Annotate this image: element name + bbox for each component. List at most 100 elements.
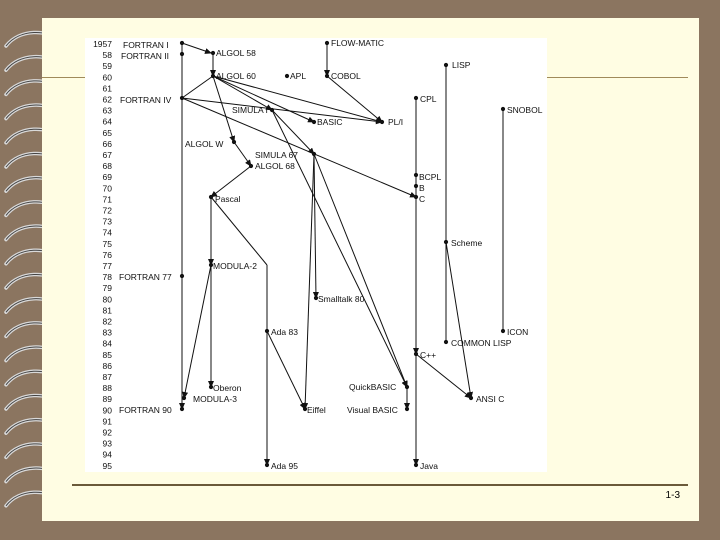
year-label: 1957 (93, 39, 112, 49)
node-dot (208, 384, 214, 390)
node-ada83: Ada 83 (271, 327, 298, 337)
year-label: 84 (103, 339, 113, 349)
node-dot (179, 95, 185, 101)
node-dot (443, 339, 449, 345)
lineage-edge (181, 75, 214, 99)
node-basic: BASIC (317, 117, 343, 127)
year-label: 77 (103, 261, 113, 271)
year-label: 92 (103, 428, 113, 438)
year-label: 89 (103, 394, 113, 404)
year-axis: 1957585960616263646566676869707172737475… (93, 39, 112, 471)
node-algol68: ALGOL 68 (255, 161, 295, 171)
year-label: 63 (103, 106, 113, 116)
node-bcpl: BCPL (419, 172, 441, 182)
node-dot (179, 40, 185, 46)
year-label: 73 (103, 217, 113, 227)
node-dot (208, 194, 214, 200)
year-label: 78 (103, 272, 113, 282)
node-dot (324, 40, 330, 46)
node-dot (302, 406, 308, 412)
node-cobol: COBOL (331, 71, 361, 81)
node-modula2: MODULA-2 (213, 261, 257, 271)
lineage-edge (210, 165, 252, 198)
year-label: 95 (103, 461, 113, 471)
node-commonlisp: COMMON LISP (451, 338, 512, 348)
node-simula67: SIMULA 67 (255, 150, 298, 160)
node-dot (311, 151, 317, 157)
node-dot (264, 462, 270, 468)
year-label: 74 (103, 228, 113, 238)
year-label: 61 (103, 83, 113, 93)
lineage-edge (181, 97, 383, 125)
node-dot (284, 73, 290, 79)
year-label: 87 (103, 372, 113, 382)
node-dot (179, 406, 185, 412)
node-dot (413, 194, 419, 200)
year-label: 94 (103, 450, 113, 460)
node-dot (500, 328, 506, 334)
year-label: 91 (103, 416, 113, 426)
lineage-edge (313, 153, 408, 388)
node-simula1: SIMULA I (232, 105, 268, 115)
node-fortran1: FORTRAN I (123, 40, 169, 50)
year-label: 62 (103, 95, 113, 105)
node-pascal: Pascal (215, 194, 241, 204)
lineage-edge (212, 75, 236, 143)
lineage-edge (210, 196, 268, 266)
year-label: 72 (103, 206, 113, 216)
node-visualbasic: Visual BASIC (347, 405, 398, 415)
node-dot (210, 73, 216, 79)
node-oberon: Oberon (213, 383, 242, 393)
node-pl1: PL/I (388, 117, 403, 127)
node-dot (231, 139, 237, 145)
lineage-edge (266, 330, 306, 410)
node-dot (443, 239, 449, 245)
lineage-edge (415, 353, 472, 399)
node-dot (443, 62, 449, 68)
year-label: 67 (103, 150, 113, 160)
year-label: 76 (103, 250, 113, 260)
node-cpl: CPL (420, 94, 437, 104)
node-fortran90: FORTRAN 90 (119, 405, 172, 415)
node-dot (404, 384, 410, 390)
lineage-edge (182, 264, 212, 399)
year-label: 82 (103, 317, 113, 327)
node-flowmatic: FLOW-MATIC (331, 38, 384, 48)
year-label: 58 (103, 50, 113, 60)
year-label: 80 (103, 294, 113, 304)
node-dot (413, 462, 419, 468)
year-label: 65 (103, 128, 113, 138)
node-dot (413, 351, 419, 357)
lineage-edge (271, 109, 315, 155)
node-snobol: SNOBOL (507, 105, 543, 115)
lineage-edge (212, 75, 315, 123)
node-algol58: ALGOL 58 (216, 48, 256, 58)
lineage-edge (312, 153, 319, 299)
lineage-edge (181, 42, 212, 54)
year-label: 70 (103, 183, 113, 193)
lineage-edge (212, 75, 273, 111)
node-c: C (419, 194, 425, 204)
node-dot (208, 262, 214, 268)
node-dot (413, 95, 419, 101)
node-smalltalk80: Smalltalk 80 (318, 294, 365, 304)
year-label: 71 (103, 194, 113, 204)
lineage-edge (271, 109, 408, 388)
node-dot (413, 183, 419, 189)
node-dot (324, 73, 330, 79)
node-dot (264, 328, 270, 334)
year-label: 85 (103, 350, 113, 360)
node-dot (379, 119, 385, 125)
bottom-divider (72, 484, 688, 486)
node-dot (311, 119, 317, 125)
year-label: 75 (103, 239, 113, 249)
node-modula3: MODULA-3 (193, 394, 237, 404)
node-lisp: LISP (452, 60, 471, 70)
year-label: 93 (103, 439, 113, 449)
node-dot (210, 50, 216, 56)
node-fortran2: FORTRAN II (121, 51, 169, 61)
lineage-edge (212, 75, 383, 124)
node-b: B (419, 183, 425, 193)
lineage-edge (302, 153, 315, 410)
